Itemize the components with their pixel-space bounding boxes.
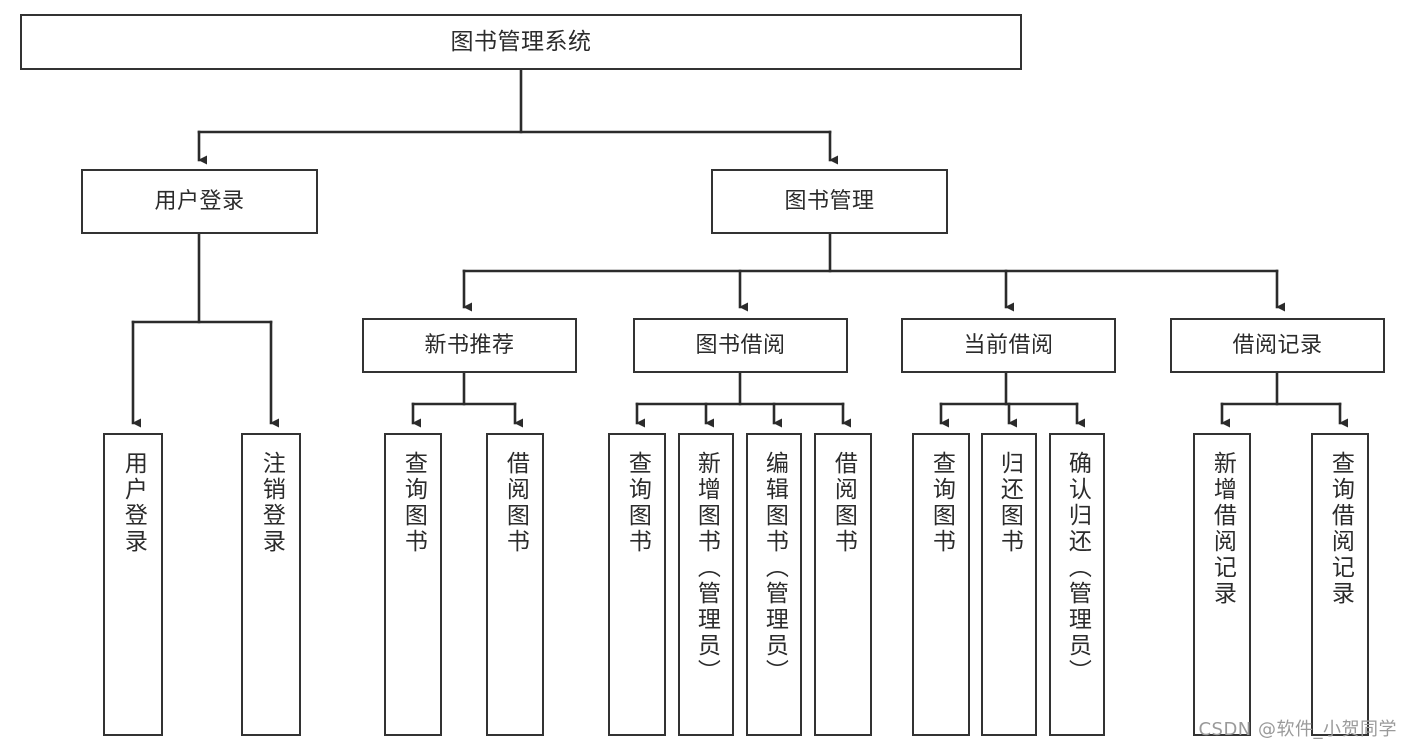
node-leaf-query-borrow-record[interactable]: 查询借阅记录 — [1311, 433, 1369, 736]
node-label: 注销登录 — [258, 451, 285, 555]
watermark-csdn: CSDN @软件_小贺同学 — [1198, 719, 1397, 740]
node-leaf-query-book-borrow[interactable]: 查询图书 — [608, 433, 666, 736]
node-book-borrow[interactable]: 图书借阅 — [633, 318, 848, 373]
node-leaf-edit-book-admin[interactable]: 编辑图书（管理员） — [746, 433, 802, 736]
node-leaf-query-book-current[interactable]: 查询图书 — [912, 433, 970, 736]
node-label: 图书管理系统 — [450, 28, 592, 55]
node-label: 确认归还（管理员） — [1064, 451, 1091, 685]
node-root-system[interactable]: 图书管理系统 — [20, 14, 1022, 70]
node-label: 查询图书 — [928, 451, 955, 555]
node-label: 图书管理 — [784, 188, 875, 214]
node-leaf-add-book-admin[interactable]: 新增图书（管理员） — [678, 433, 734, 736]
node-borrow-records[interactable]: 借阅记录 — [1170, 318, 1385, 373]
node-label: 查询图书 — [624, 451, 651, 555]
node-label: 新增借阅记录 — [1209, 451, 1236, 607]
node-label: 新书推荐 — [424, 332, 515, 358]
node-label: 当前借阅 — [963, 332, 1054, 358]
node-leaf-lend-book[interactable]: 借阅图书 — [814, 433, 872, 736]
node-label: 查询借阅记录 — [1327, 451, 1354, 607]
node-label: 归还图书 — [996, 451, 1023, 555]
node-label: 借阅记录 — [1232, 332, 1323, 358]
node-leaf-add-borrow-record[interactable]: 新增借阅记录 — [1193, 433, 1251, 736]
node-book-management[interactable]: 图书管理 — [711, 169, 948, 234]
node-leaf-return-book[interactable]: 归还图书 — [981, 433, 1037, 736]
node-label: 新增图书（管理员） — [693, 451, 720, 685]
node-label: 用户登录 — [120, 451, 147, 555]
node-label: 查询图书 — [400, 451, 427, 555]
node-leaf-confirm-return-admin[interactable]: 确认归还（管理员） — [1049, 433, 1105, 736]
node-leaf-borrow-book-recommend[interactable]: 借阅图书 — [486, 433, 544, 736]
node-label: 借阅图书 — [502, 451, 529, 555]
node-label: 借阅图书 — [830, 451, 857, 555]
node-leaf-query-book-recommend[interactable]: 查询图书 — [384, 433, 442, 736]
node-label: 图书借阅 — [695, 332, 786, 358]
node-new-book-recommend[interactable]: 新书推荐 — [362, 318, 577, 373]
node-user-login[interactable]: 用户登录 — [81, 169, 318, 234]
node-current-borrow[interactable]: 当前借阅 — [901, 318, 1116, 373]
node-leaf-logout[interactable]: 注销登录 — [241, 433, 301, 736]
node-label: 编辑图书（管理员） — [761, 451, 788, 685]
node-label: 用户登录 — [154, 188, 245, 214]
node-leaf-user-login[interactable]: 用户登录 — [103, 433, 163, 736]
